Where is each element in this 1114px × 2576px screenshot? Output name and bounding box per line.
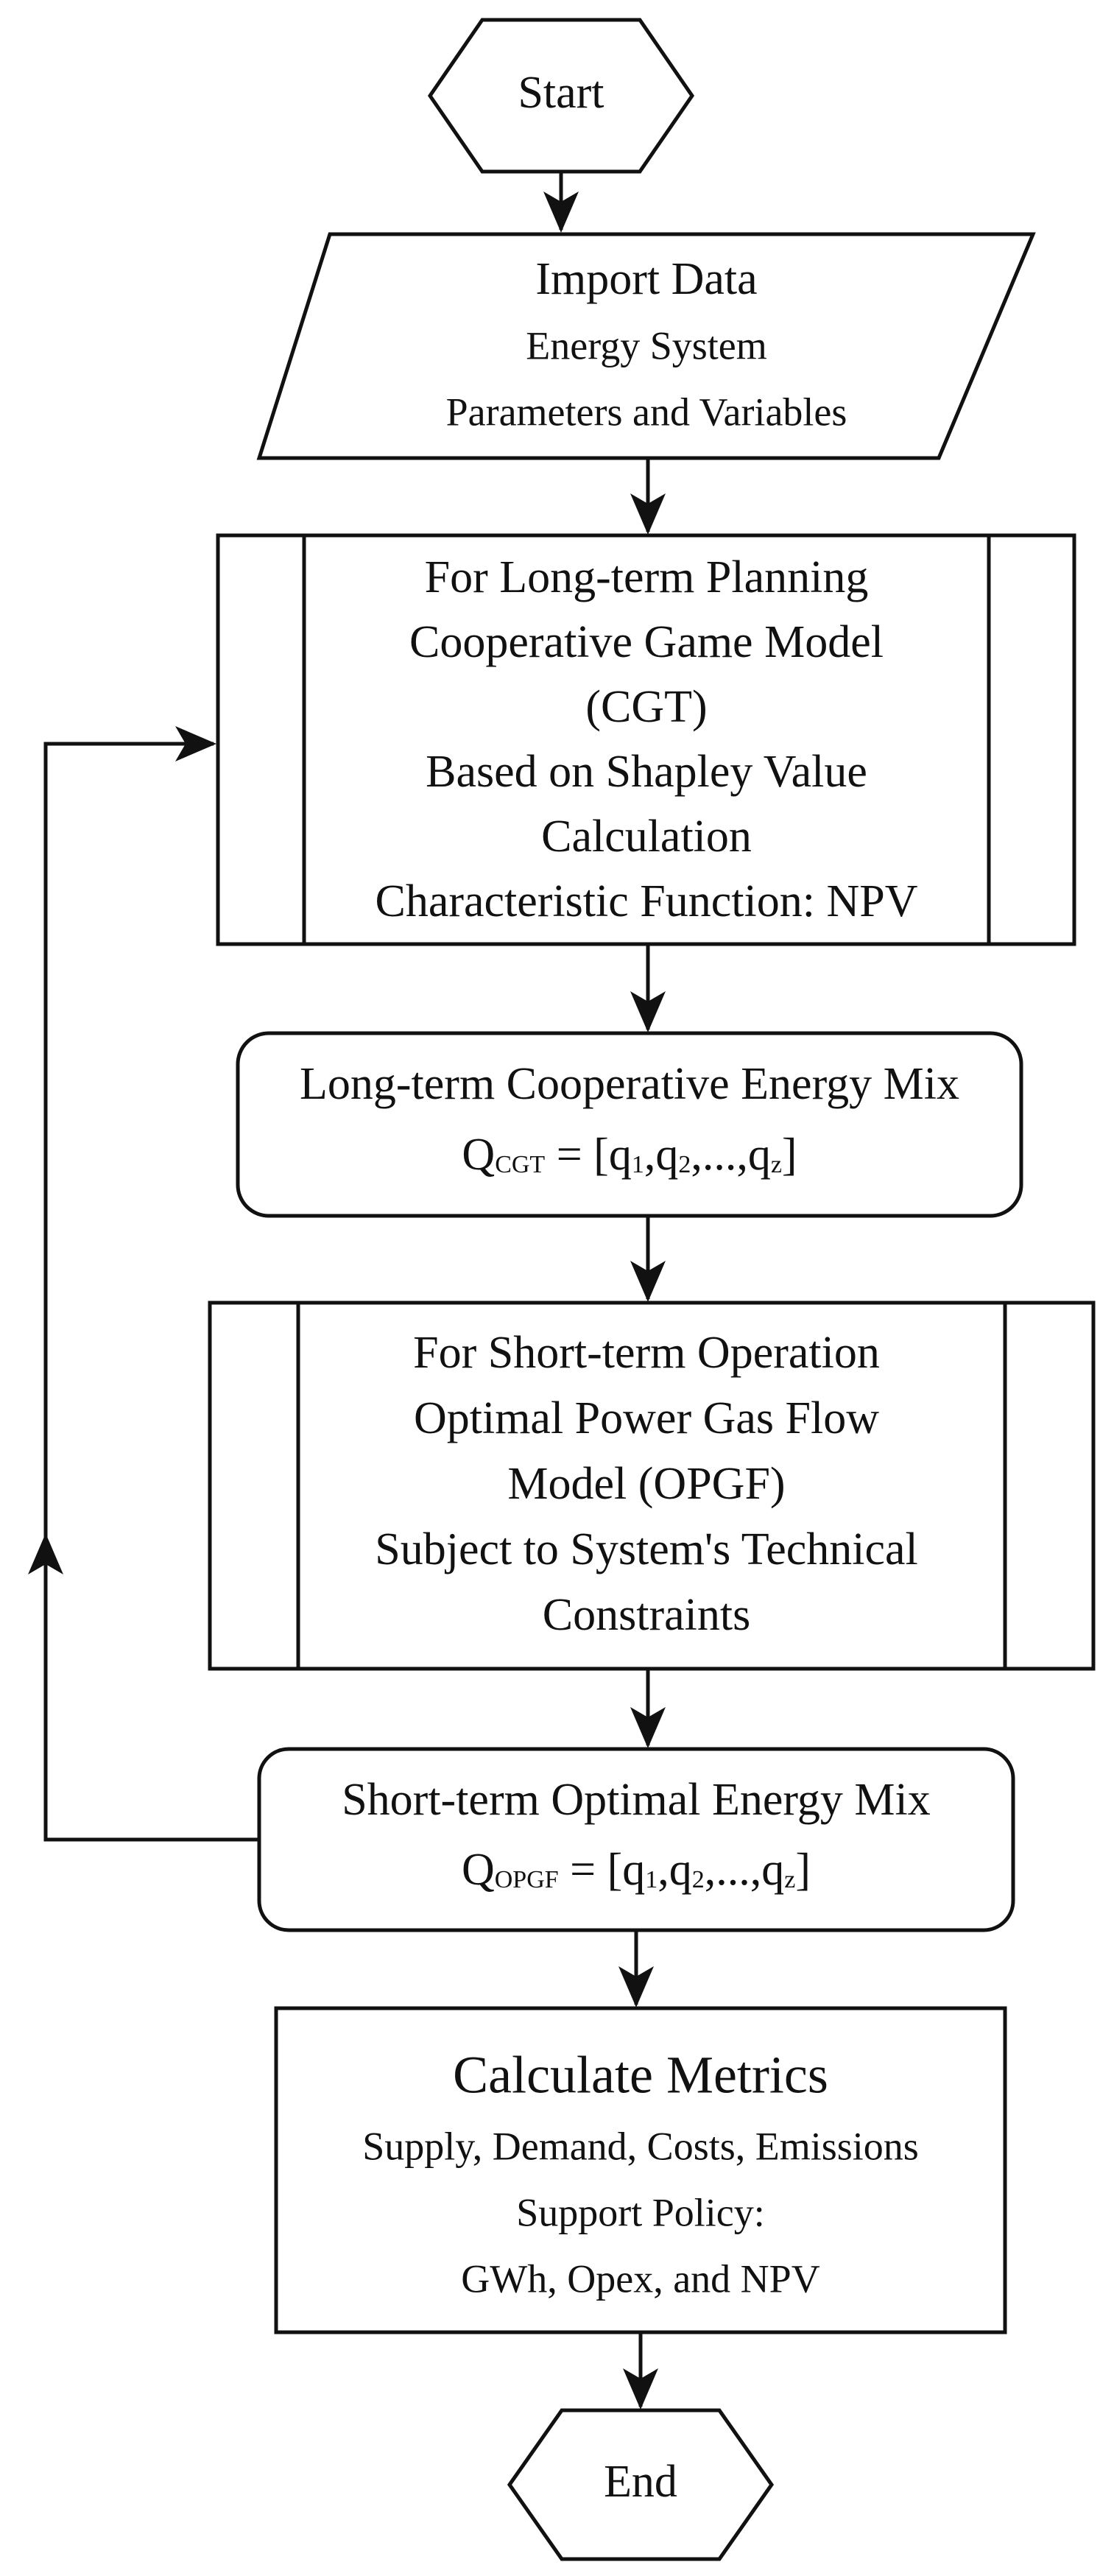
cgt-line-5: Calculation — [541, 812, 752, 862]
cgt-line-4: Based on Shapley Value — [426, 747, 867, 797]
cgt-process-box: For Long-term Planning Cooperative Game … — [216, 533, 1076, 946]
end-label: End — [604, 2457, 677, 2507]
import-data-input: Import Data Energy System Parameters and… — [256, 232, 1036, 460]
metrics-title: Calculate Metrics — [453, 2046, 828, 2105]
metrics-line-1: Supply, Demand, Costs, Emissions — [362, 2124, 919, 2168]
cgt-line-1: For Long-term Planning — [425, 552, 869, 602]
metrics-line-3: GWh, Opex, and NPV — [461, 2256, 819, 2301]
cgt-line-6: Characteristic Function: NPV — [376, 876, 918, 926]
import-line-2: Parameters and Variables — [446, 390, 847, 434]
opgf-line-3: Model (OPGF) — [507, 1459, 785, 1509]
opgf-line-5: Constraints — [543, 1590, 750, 1640]
start-terminator: Start — [427, 18, 695, 174]
import-title: Import Data — [535, 254, 757, 304]
metrics-box: Calculate Metrics Supply, Demand, Costs,… — [274, 2006, 1007, 2334]
cgt-mix-box: Long-term Cooperative Energy Mix QCGT = … — [236, 1031, 1023, 1218]
opgf-line-4: Subject to System's Technical — [375, 1524, 918, 1574]
start-label: Start — [518, 68, 604, 118]
import-line-1: Energy System — [526, 323, 766, 367]
opgf-mix-formula: QOPGF = [q1,q2,...,qz] — [462, 1845, 811, 1895]
opgf-mix-box: Short-term Optimal Energy Mix QOPGF = [q… — [257, 1747, 1015, 1932]
cgt-mix-title: Long-term Cooperative Energy Mix — [300, 1059, 959, 1109]
end-terminator: End — [507, 2408, 775, 2561]
cgt-mix-formula: QCGT = [q1,q2,...,qz] — [462, 1130, 797, 1180]
feedback-loop-return — [43, 726, 216, 1539]
cgt-line-2: Cooperative Game Model — [409, 617, 884, 667]
opgf-process-box: For Short-term Operation Optimal Power G… — [208, 1301, 1096, 1671]
opgf-mix-title: Short-term Optimal Energy Mix — [342, 1775, 931, 1825]
opgf-line-1: For Short-term Operation — [413, 1328, 880, 1378]
cgt-line-3: (CGT) — [585, 682, 707, 732]
opgf-line-2: Optimal Power Gas Flow — [414, 1393, 879, 1443]
metrics-line-2: Support Policy: — [516, 2190, 765, 2234]
feedback-loop-line — [43, 1538, 259, 1842]
